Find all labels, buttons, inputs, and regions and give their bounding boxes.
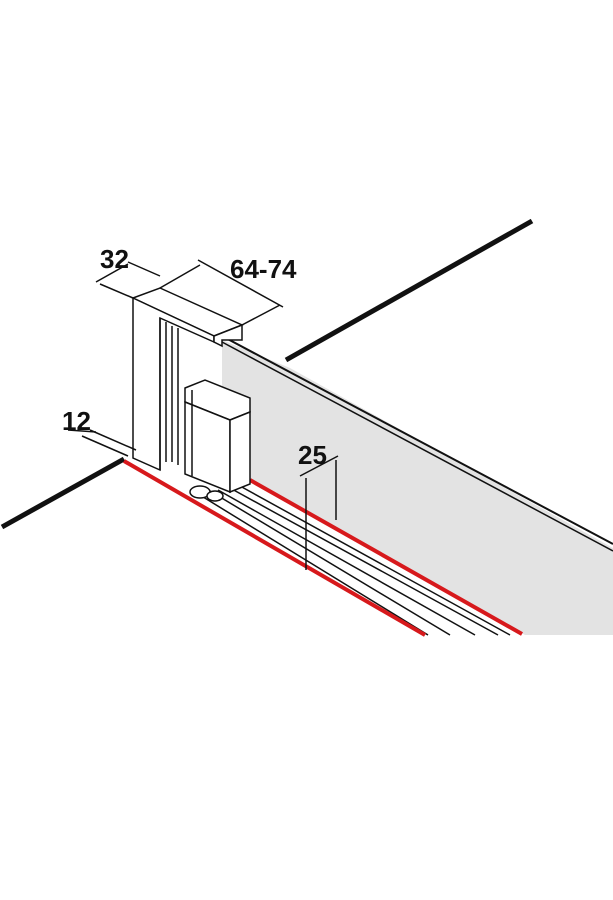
dimension-12 bbox=[67, 429, 137, 457]
bottom-guide bbox=[189, 485, 224, 502]
back-wall-line bbox=[284, 218, 534, 363]
label-25: 25 bbox=[298, 440, 327, 470]
wall-profile bbox=[131, 287, 244, 472]
dimension-32 bbox=[95, 261, 161, 299]
seal-line-back bbox=[249, 478, 523, 636]
glass-panel-top-edge-inner bbox=[221, 341, 613, 552]
label-64-74: 64-74 bbox=[230, 254, 297, 284]
left-wall-line bbox=[0, 456, 126, 530]
door-clamp bbox=[184, 379, 251, 494]
dimension-25 bbox=[299, 455, 339, 570]
floor-rails bbox=[194, 485, 511, 636]
glass-panel-top-edge bbox=[221, 335, 613, 545]
label-12: 12 bbox=[62, 406, 91, 436]
dimension-64-74 bbox=[159, 259, 284, 326]
glass-panel bbox=[222, 340, 613, 635]
seal-line-front bbox=[122, 459, 427, 637]
label-32: 32 bbox=[100, 244, 129, 274]
